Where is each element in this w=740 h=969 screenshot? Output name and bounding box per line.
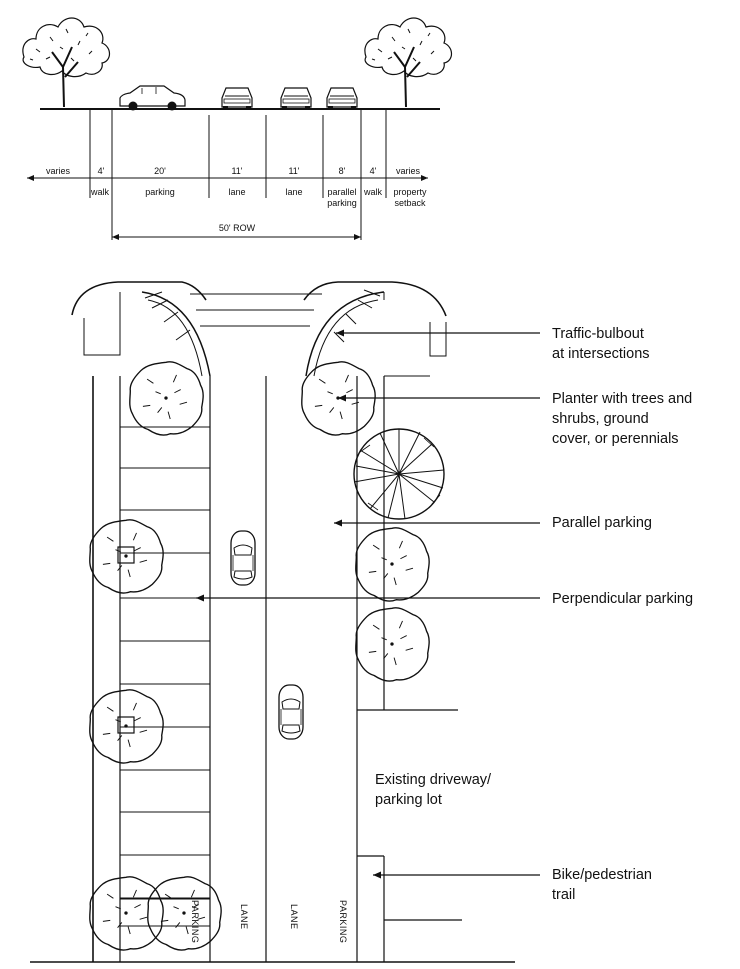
callout-planter-2: shrubs, ground bbox=[552, 411, 649, 427]
dim-lane-2: 11' bbox=[288, 166, 299, 176]
label-lane-1: lane bbox=[228, 187, 245, 197]
car-plan-1 bbox=[230, 530, 256, 586]
dim-walk-left: 4' bbox=[98, 166, 105, 176]
tree-elevation-right bbox=[363, 17, 453, 108]
leader-lines bbox=[196, 329, 540, 879]
callout-driveway-2: parking lot bbox=[375, 792, 442, 808]
car-rear-elevation-2 bbox=[280, 87, 312, 111]
tree-plan-6 bbox=[89, 689, 164, 764]
dim-varies-right: varies bbox=[396, 166, 421, 176]
label-walk-right: walk bbox=[363, 187, 383, 197]
dim-parking: 20' bbox=[154, 166, 166, 176]
car-rear-elevation-3 bbox=[326, 87, 358, 111]
callout-bulbout-1: Traffic-bulbout bbox=[552, 326, 644, 342]
callout-trail-1: Bike/pedestrian bbox=[552, 867, 652, 883]
car-plan-2 bbox=[278, 684, 304, 740]
perpendicular-stalls bbox=[120, 426, 210, 900]
starburst-shrub bbox=[353, 428, 445, 520]
label-property: property bbox=[393, 187, 427, 197]
tree-plan-1 bbox=[129, 361, 204, 436]
dim-lane-1: 11' bbox=[231, 166, 242, 176]
callout-driveway-1: Existing driveway/ bbox=[375, 772, 492, 788]
car-rear-elevation-1 bbox=[221, 87, 253, 111]
label-parallel-parking: parking bbox=[327, 198, 357, 208]
callout-perpendicular-parking: Perpendicular parking bbox=[552, 591, 693, 607]
tree-plan-4 bbox=[355, 527, 430, 602]
callout-planter-1: Planter with trees and bbox=[552, 391, 692, 407]
street-label-lane-1: LANE bbox=[239, 904, 249, 930]
callout-parallel-parking: Parallel parking bbox=[552, 515, 652, 531]
label-parallel: parallel bbox=[327, 187, 356, 197]
street-label-lane-2: LANE bbox=[289, 904, 299, 930]
cross-section: varies 4' 20' 11' 11' 8' 4' varies walk … bbox=[21, 17, 453, 240]
tree-plan-5 bbox=[355, 607, 430, 682]
label-lane-2: lane bbox=[285, 187, 302, 197]
street-label-parking-left: PARKING bbox=[190, 900, 200, 943]
tree-plan-7 bbox=[89, 876, 164, 951]
dim-walk-right: 4' bbox=[370, 166, 377, 176]
row-label: 50' ROW bbox=[219, 223, 256, 233]
street-label-parking-right: PARKING bbox=[338, 900, 348, 943]
tree-plan-3 bbox=[89, 519, 164, 594]
callout-trail-2: trail bbox=[552, 887, 575, 903]
label-parking: parking bbox=[145, 187, 175, 197]
label-walk-left: walk bbox=[90, 187, 110, 197]
callout-bulbout-2: at intersections bbox=[552, 346, 650, 362]
dim-varies-left: varies bbox=[46, 166, 71, 176]
tree-elevation-left bbox=[21, 17, 111, 108]
dim-parallel-parking: 8' bbox=[339, 166, 346, 176]
car-side-elevation bbox=[119, 85, 186, 112]
callout-planter-3: cover, or perennials bbox=[552, 431, 679, 447]
plan-view: Traffic-bulbout at intersections Planter… bbox=[30, 281, 693, 963]
label-setback: setback bbox=[394, 198, 426, 208]
